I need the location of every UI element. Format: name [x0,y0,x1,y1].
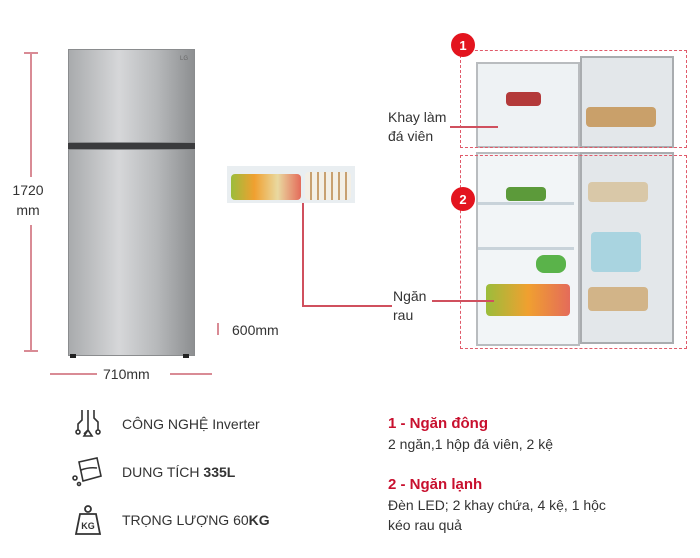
compartment-title: 1 - Ngăn đông [388,415,488,432]
veg-drawer-pointer [432,300,494,302]
fridge-foot [70,354,76,358]
spec-label: DUNG TÍCH 335L [122,464,235,480]
dimension-cap [24,350,38,352]
fridge-zone-outline [460,155,687,349]
ice-tray-pointer [450,126,498,128]
crisper-drawer-photo [227,166,355,203]
zone-1-badge: 1 [451,33,475,57]
freezer-zone-outline [460,50,687,148]
ice-tray-label: Khay làm đá viên [388,108,446,146]
brand-logo: LG [179,56,188,62]
width-dimension-line [50,373,97,375]
width-label: 710mm [103,366,150,382]
fridge-door [68,149,195,356]
spec-capacity: DUNG TÍCH 335L [70,456,235,488]
width-dimension-line [170,373,212,375]
open-fridge-photo [476,56,676,346]
height-dimension-line-bottom [30,225,32,352]
dimension-cap [24,52,38,54]
spec-label-text: TRỌNG LƯỢNG 60 [122,512,249,528]
ice-tray-label-line: Khay làm [388,109,447,125]
weight-kg-icon: KG [70,504,106,536]
spec-label-text: DUNG TÍCH [122,464,204,480]
spec-value: 335L [203,464,236,480]
compartment-desc: 2 ngăn,1 hộp đá viên, 2 kệ [388,436,554,452]
compartment-title: 2 - Ngăn lạnh [388,476,483,493]
compartment-freezer: 1 - Ngăn đông 2 ngăn,1 hộp đá viên, 2 kệ [388,414,553,454]
ice-tray-label-line: đá viên [388,128,434,144]
height-value: 1720 [12,182,44,198]
spec-label: CÔNG NGHỆ Inverter [122,416,260,432]
veg-label-line: Ngăn [393,288,427,304]
connector-line [302,203,304,306]
height-unit: mm [16,202,40,218]
inverter-chip-icon [70,408,106,440]
depth-label: 600mm [232,322,279,338]
height-label: 1720 mm [8,180,48,220]
svg-text:KG: KG [81,521,95,531]
connector-line [302,305,392,307]
spec-weight: KG TRỌNG LƯỢNG 60KG [70,504,270,536]
veg-drawer-label: Ngăn rau [393,287,426,325]
compartment-desc: kéo rau quả [388,517,462,533]
compartment-desc: Đèn LED; 2 khay chứa, 4 kệ, 1 hộc [388,497,606,513]
veg-label-line: rau [393,307,414,323]
freezer-door: LG [68,49,195,143]
compartment-fridge: 2 - Ngăn lạnh Đèn LED; 2 khay chứa, 4 kệ… [388,475,606,535]
height-dimension-line-top [30,52,32,177]
door-handle-gap [68,143,195,149]
depth-dimension-mark [217,323,219,335]
spec-label: TRỌNG LƯỢNG 60KG [122,512,270,528]
spec-value: KG [248,512,270,528]
zone-2-badge: 2 [451,187,475,211]
capacity-box-icon [70,456,106,488]
spec-inverter: CÔNG NGHỆ Inverter [70,408,260,440]
fridge-foot [183,354,189,358]
